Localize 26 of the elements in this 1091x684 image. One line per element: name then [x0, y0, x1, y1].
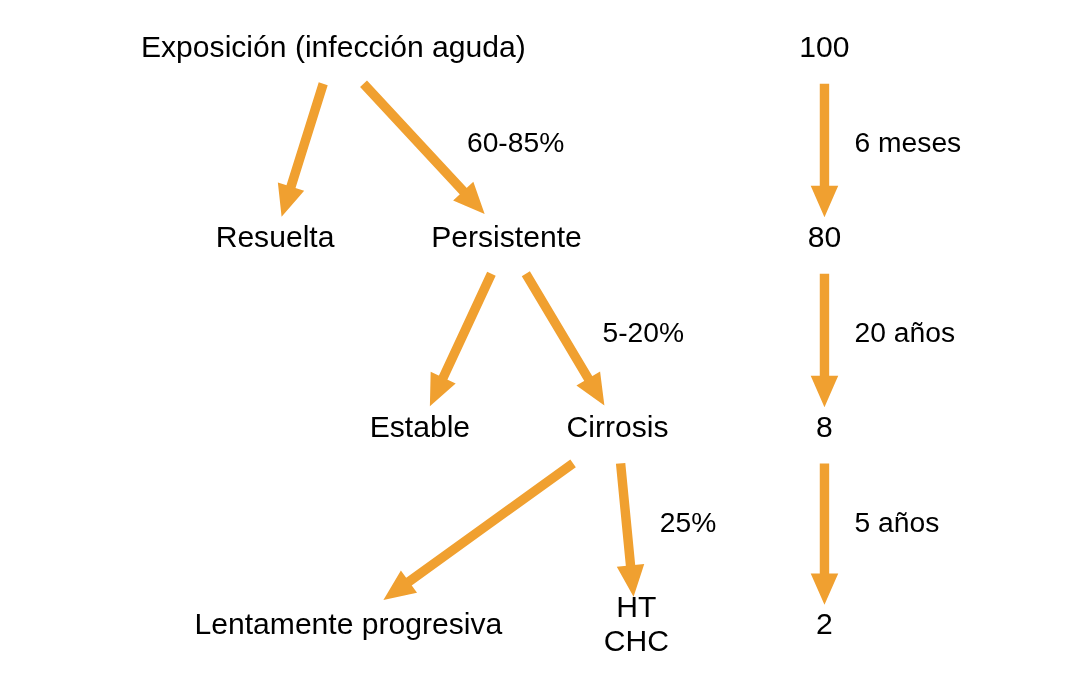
arrow	[277, 82, 328, 217]
arrow	[615, 462, 644, 597]
node-text: Exposición (infección aguda)	[140, 29, 526, 63]
arrow	[429, 271, 496, 407]
node-text: 100	[798, 29, 850, 63]
node-text: Persistente	[430, 219, 582, 253]
arrow	[359, 80, 485, 215]
node-text: 80	[807, 219, 841, 253]
arrow	[810, 463, 838, 605]
node-text: Resuelta	[215, 219, 334, 253]
arrow	[810, 83, 838, 218]
node-text: Estable	[369, 409, 470, 443]
node-text: Lentamente progresiva	[194, 607, 502, 641]
node-text: Cirrosis	[566, 409, 668, 443]
node-text: 8	[815, 409, 833, 443]
arrow	[810, 273, 838, 408]
arrow	[521, 271, 604, 406]
node-text: HT CHC	[603, 590, 669, 658]
edge-label: 5-20%	[601, 316, 684, 348]
edge-label: 25%	[659, 506, 716, 539]
edge-label: 60-85%	[466, 125, 564, 158]
edge-label: 6 meses	[854, 125, 961, 158]
arrow	[382, 459, 576, 600]
edge-label: 20 años	[854, 316, 955, 348]
node-text: 2	[815, 607, 833, 641]
edge-label: 5 años	[854, 506, 939, 539]
